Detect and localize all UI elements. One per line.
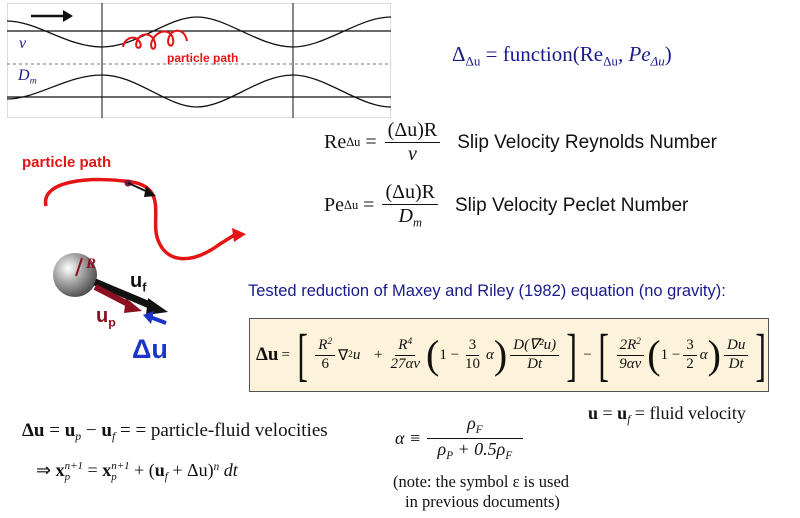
- particle-path-label-top: particle path: [167, 51, 239, 65]
- particle-diagram-svg: [44, 177, 246, 325]
- radius-label: R: [86, 256, 97, 272]
- wave-upper: [6, 16, 392, 48]
- du-label: Δu: [132, 334, 168, 364]
- path-arrowhead: [232, 228, 246, 242]
- up-arrowhead: [124, 298, 142, 313]
- uf-arrow-shaft: [93, 278, 154, 310]
- peclet-caption: Slip Velocity Peclet Number: [454, 194, 689, 216]
- reynolds-caption: Slip Velocity Reynolds Number: [457, 131, 717, 153]
- note-line-1: (note: the symbol ε is used: [393, 472, 570, 491]
- up-arrow-shaft: [93, 284, 132, 308]
- up-label: up: [96, 305, 116, 330]
- particle-path-curve: [44, 177, 237, 261]
- dm-label: Dm: [18, 67, 37, 87]
- particle-path-label-left: particle path: [22, 154, 112, 171]
- note-line-2: in previous documents): [405, 492, 560, 511]
- function-equation: ΔΔu = function(ReΔu, PeΔu): [452, 42, 672, 69]
- wave-diagram: ν Dm particle path: [6, 2, 392, 119]
- flow-arrow: [63, 10, 73, 22]
- du-arrowhead: [143, 311, 154, 324]
- maxey-heading: Tested reduction of Maxey and Riley (198…: [248, 282, 726, 300]
- wave-lower: [6, 74, 392, 108]
- slip-velocity-definition: Δu = up − uf = = particle-fluid velociti…: [22, 420, 328, 444]
- fluid-velocity-definition: u = uf = fluid velocity: [588, 403, 746, 426]
- particle-path-loops: [122, 29, 188, 50]
- alpha-definition: α ≡ ρF ρP + 0.5ρF: [395, 414, 526, 462]
- uf-arrowhead: [146, 298, 168, 315]
- nu-label: ν: [19, 35, 27, 52]
- particle-sphere: [53, 253, 97, 297]
- uf-label: uf: [130, 270, 147, 295]
- note: (note: the symbol ε is used in previous …: [393, 472, 569, 512]
- wave-diagram-svg: [6, 2, 392, 119]
- particle-diagram: particle path R uf up Δu: [0, 140, 250, 375]
- du-arrow-shaft: [149, 315, 167, 325]
- tangent-arrowhead: [144, 186, 156, 197]
